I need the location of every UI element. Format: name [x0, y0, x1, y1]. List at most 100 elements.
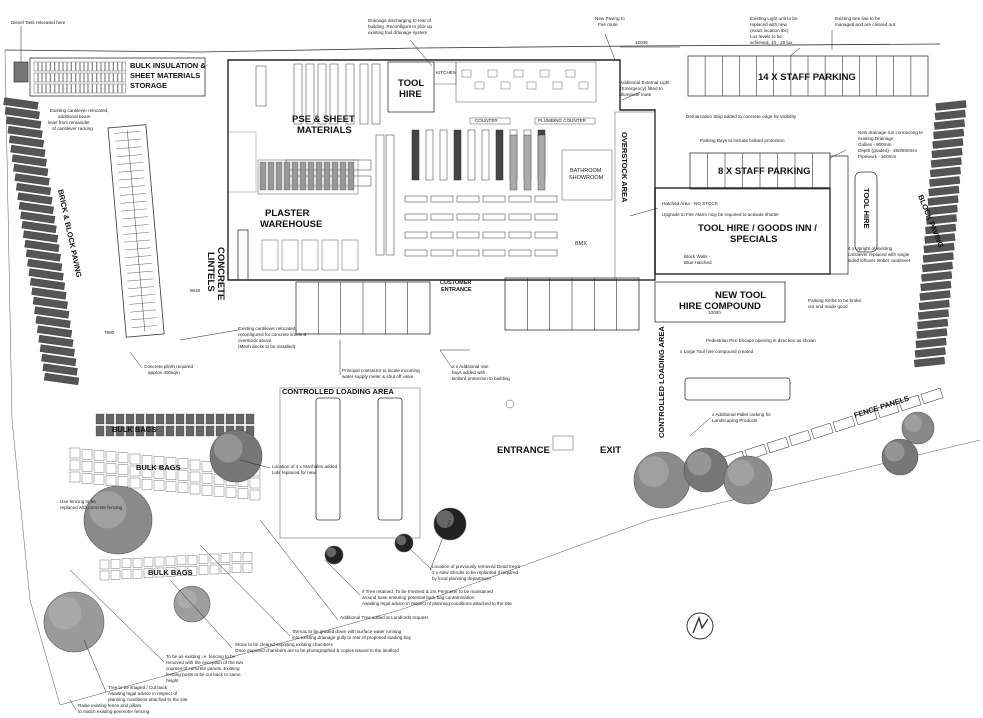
cantilever-relocated-note: Existing cantilever relocated,additional…	[48, 108, 108, 131]
paver-block	[925, 223, 957, 235]
paver-block	[14, 173, 50, 186]
paver-block	[10, 144, 46, 158]
plaster-bay	[261, 239, 279, 271]
bulk-bag	[231, 552, 242, 562]
bulk-bag	[115, 425, 125, 437]
kitchen-label: KITCHEN	[436, 70, 456, 75]
paver-block	[36, 325, 73, 338]
tree-highlight	[904, 414, 922, 433]
paver-block	[32, 296, 68, 310]
pse-rack	[317, 63, 327, 125]
paver-block	[929, 176, 961, 187]
bulk-bag	[242, 552, 253, 562]
bulk-bag	[195, 425, 205, 437]
storage-rack-bay	[54, 72, 59, 83]
paver-block	[7, 125, 43, 139]
note-large-tool-hire: x Large Tool hire compound created	[680, 349, 754, 354]
storage-rack-bay	[100, 61, 105, 72]
storage-rack-bay	[92, 61, 97, 72]
paver-block	[917, 318, 949, 330]
storage-rack-bay	[71, 83, 76, 94]
desk	[578, 81, 589, 90]
paver-block	[3, 97, 39, 110]
tool-hire-right-rack	[829, 155, 849, 275]
storage-rack-bay	[50, 83, 55, 94]
paver-block	[925, 214, 957, 225]
cantilever-rack-left	[107, 124, 165, 338]
storage-rack-bay	[105, 83, 110, 94]
storage-rack-bay	[46, 61, 51, 72]
tool-hire-upper	[387, 61, 435, 113]
paver-block	[913, 356, 945, 368]
storage-rack-bay	[88, 83, 93, 94]
storage-rack-bay	[33, 72, 38, 83]
exit-label: EXIT	[600, 445, 621, 456]
new-tool-hire-label-2: HIRE COMPOUND	[679, 301, 761, 312]
tree-highlight	[48, 596, 82, 630]
tree-highlight	[638, 456, 669, 487]
tree-icon	[881, 438, 919, 476]
storage-rack-bay	[75, 61, 80, 72]
bulk-bag	[81, 461, 93, 472]
shop-gondola	[508, 249, 532, 257]
desk	[565, 69, 576, 78]
bulk-storage-label-1: BULK INSULATION &	[130, 61, 206, 70]
note-tree-retained: If Tree retained. To be trimmed & 2m Per…	[362, 589, 512, 606]
pse-rack	[255, 65, 267, 107]
tool-hire-upper-label-2: HIRE	[399, 89, 422, 100]
bulk-bag	[245, 413, 255, 425]
paver-block	[918, 299, 950, 311]
tree-icon	[433, 507, 467, 541]
bulk-bag	[110, 559, 121, 569]
bulk-bag	[225, 487, 237, 498]
tree-icon	[209, 429, 263, 483]
shop-gondola	[482, 213, 506, 221]
bulk-bag	[105, 425, 115, 437]
shop-rack	[467, 129, 476, 181]
storage-rack-bay	[121, 61, 126, 72]
bulk-bag	[165, 481, 177, 492]
storage-rack-bay	[71, 61, 76, 72]
bulk-bag	[110, 570, 121, 580]
storage-rack-bay	[109, 61, 114, 72]
note-parking-bays: Parking Bays to include bollard protecti…	[700, 138, 785, 143]
tree-highlight	[687, 451, 712, 476]
pse-rack	[385, 134, 395, 256]
tree-highlight	[727, 459, 754, 486]
bathroom-showroom	[561, 149, 613, 201]
bulk-bag	[69, 471, 81, 483]
storage-rack-bay	[109, 72, 114, 83]
bulk-bag	[105, 463, 117, 474]
bulk-bag	[198, 565, 209, 575]
bulk-bag	[81, 473, 93, 484]
bulk-bag	[209, 553, 220, 564]
storage-rack-bay	[71, 72, 76, 83]
bulk-bag	[195, 413, 205, 425]
paver-block	[927, 195, 959, 206]
diesel-tank	[13, 61, 29, 83]
storage-rack-bay	[121, 72, 126, 83]
paver-block	[928, 185, 960, 197]
plaster-bay	[315, 161, 323, 191]
brick-paving-strip-left	[3, 97, 80, 386]
paver-block	[17, 192, 53, 205]
bulk-bag	[143, 568, 154, 578]
paver-block	[21, 220, 57, 234]
paver-block	[933, 128, 965, 140]
plaster-bay	[321, 239, 339, 271]
bulk-bag	[143, 557, 154, 567]
tool-hire-right-label: TOOL HIRE	[862, 188, 871, 229]
bulk-bag	[201, 473, 213, 484]
plaster-bay	[267, 161, 275, 191]
bulk-bag	[135, 425, 145, 437]
note-hatched: Hatched Area - NO STOCK	[662, 201, 719, 206]
pse-label-2: MATERIALS	[297, 125, 352, 136]
paver-block	[922, 252, 954, 263]
bulk-bag	[105, 413, 115, 425]
tool-hire-goods-label-2: SPECIALS	[730, 234, 778, 245]
storage-rack-bay	[113, 72, 118, 83]
